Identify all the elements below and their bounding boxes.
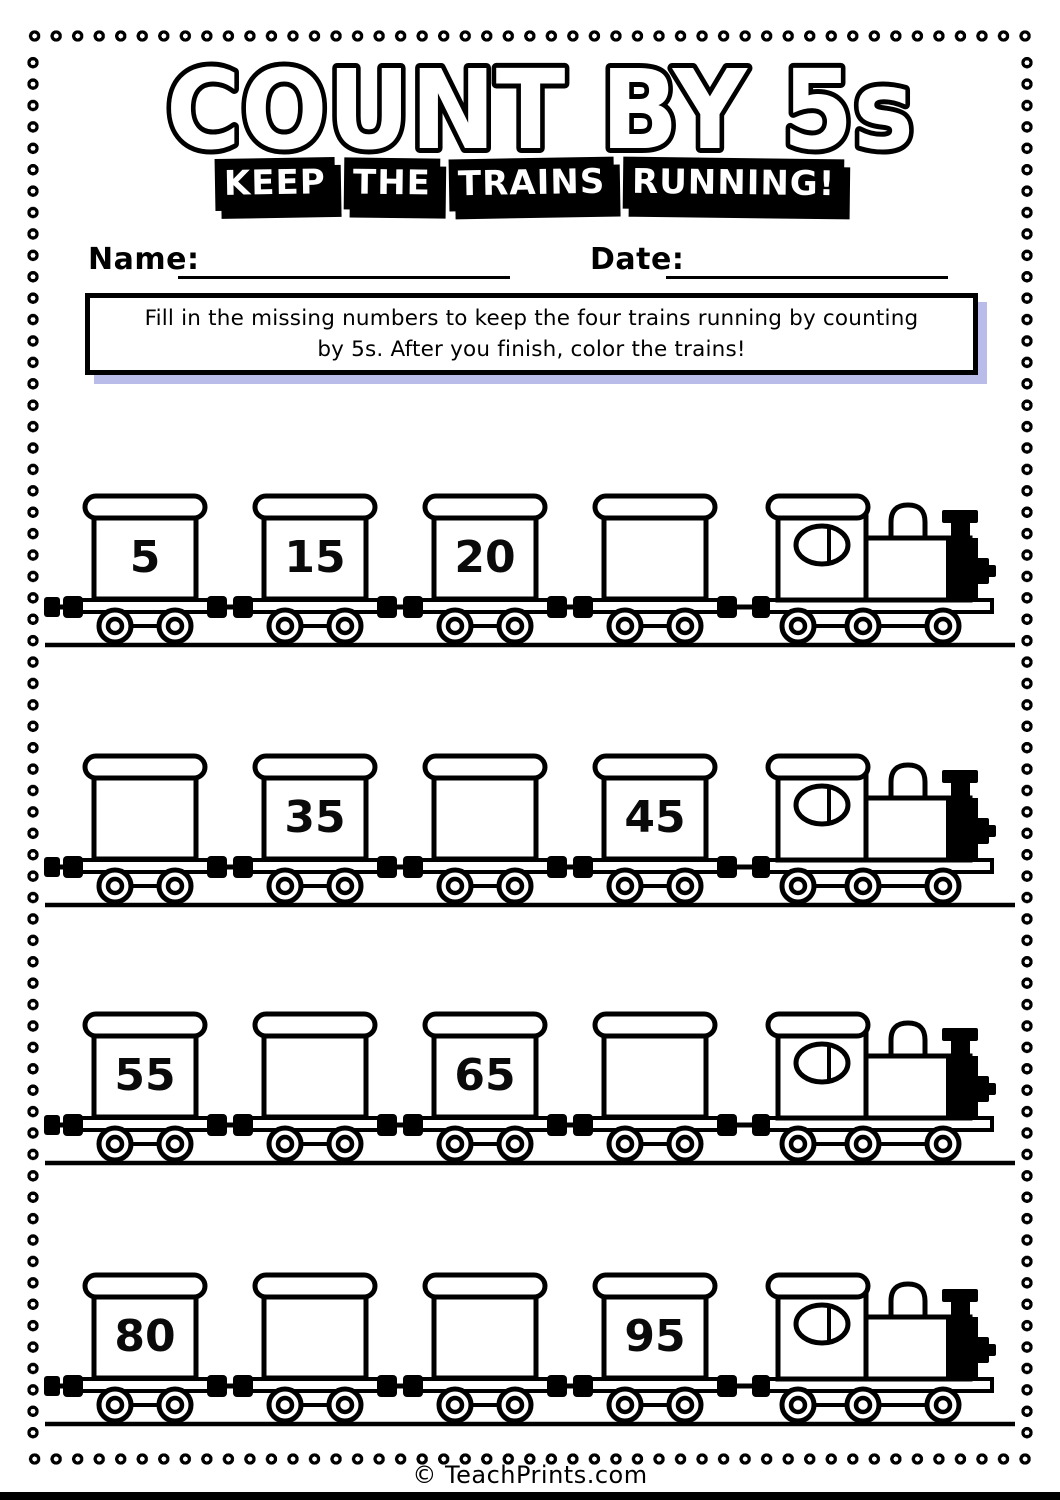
car-number: 5 bbox=[130, 532, 161, 583]
subtitle-word: THE bbox=[343, 157, 441, 211]
train-2: 35 45 bbox=[44, 752, 1015, 908]
car-number: 65 bbox=[454, 1050, 515, 1101]
car-number: 35 bbox=[284, 792, 345, 843]
instruction-box: Fill in the missing numbers to keep the … bbox=[85, 293, 978, 375]
instruction-text-line1: Fill in the missing numbers to keep the … bbox=[144, 305, 919, 331]
front-coupler bbox=[44, 1115, 60, 1135]
locomotive bbox=[752, 756, 996, 902]
train-3: 55 65 bbox=[44, 1010, 1015, 1166]
car-number: 95 bbox=[624, 1311, 685, 1362]
subtitle-word: RUNNING! bbox=[623, 156, 845, 212]
train-car bbox=[403, 756, 567, 902]
car-number: 45 bbox=[624, 792, 685, 843]
train-car bbox=[573, 496, 737, 642]
dotted-border-top bbox=[24, 29, 1036, 43]
train-car bbox=[233, 1275, 397, 1421]
page-title: COUNT BY 5s bbox=[166, 46, 914, 174]
subtitle-word: KEEP bbox=[214, 156, 336, 212]
train-4: 80 95 bbox=[44, 1271, 1015, 1427]
front-coupler bbox=[44, 857, 60, 877]
locomotive bbox=[752, 1275, 996, 1421]
car-number: 80 bbox=[114, 1311, 175, 1362]
dotted-border-right bbox=[1020, 52, 1034, 1444]
locomotive bbox=[752, 1014, 996, 1160]
name-label: Name: bbox=[88, 242, 200, 277]
train-car bbox=[63, 756, 227, 902]
dotted-border-bottom bbox=[24, 1452, 1036, 1466]
title-banner: COUNT BY 5s bbox=[161, 41, 919, 179]
name-input-line[interactable] bbox=[178, 244, 510, 279]
car-number: 55 bbox=[114, 1050, 175, 1101]
date-input-line[interactable] bbox=[666, 244, 948, 279]
train-1: 5 15 20 bbox=[44, 492, 1015, 648]
train-car bbox=[233, 1014, 397, 1160]
car-number: 15 bbox=[284, 532, 345, 583]
front-coupler bbox=[44, 597, 60, 617]
subtitle: KEEP THE TRAINS RUNNING! bbox=[0, 156, 1060, 213]
train-car bbox=[573, 1014, 737, 1160]
front-coupler bbox=[44, 1376, 60, 1396]
instruction-text-line2: by 5s. After you finish, color the train… bbox=[317, 337, 746, 362]
bottom-edge-bar bbox=[0, 1492, 1060, 1500]
date-label: Date: bbox=[590, 242, 685, 277]
subtitle-word: TRAINS bbox=[448, 156, 615, 212]
car-number: 20 bbox=[454, 532, 515, 583]
train-car bbox=[403, 1275, 567, 1421]
dotted-border-left bbox=[26, 52, 40, 1444]
footer-credit: © TeachPrints.com bbox=[412, 1461, 648, 1489]
locomotive bbox=[752, 496, 996, 642]
